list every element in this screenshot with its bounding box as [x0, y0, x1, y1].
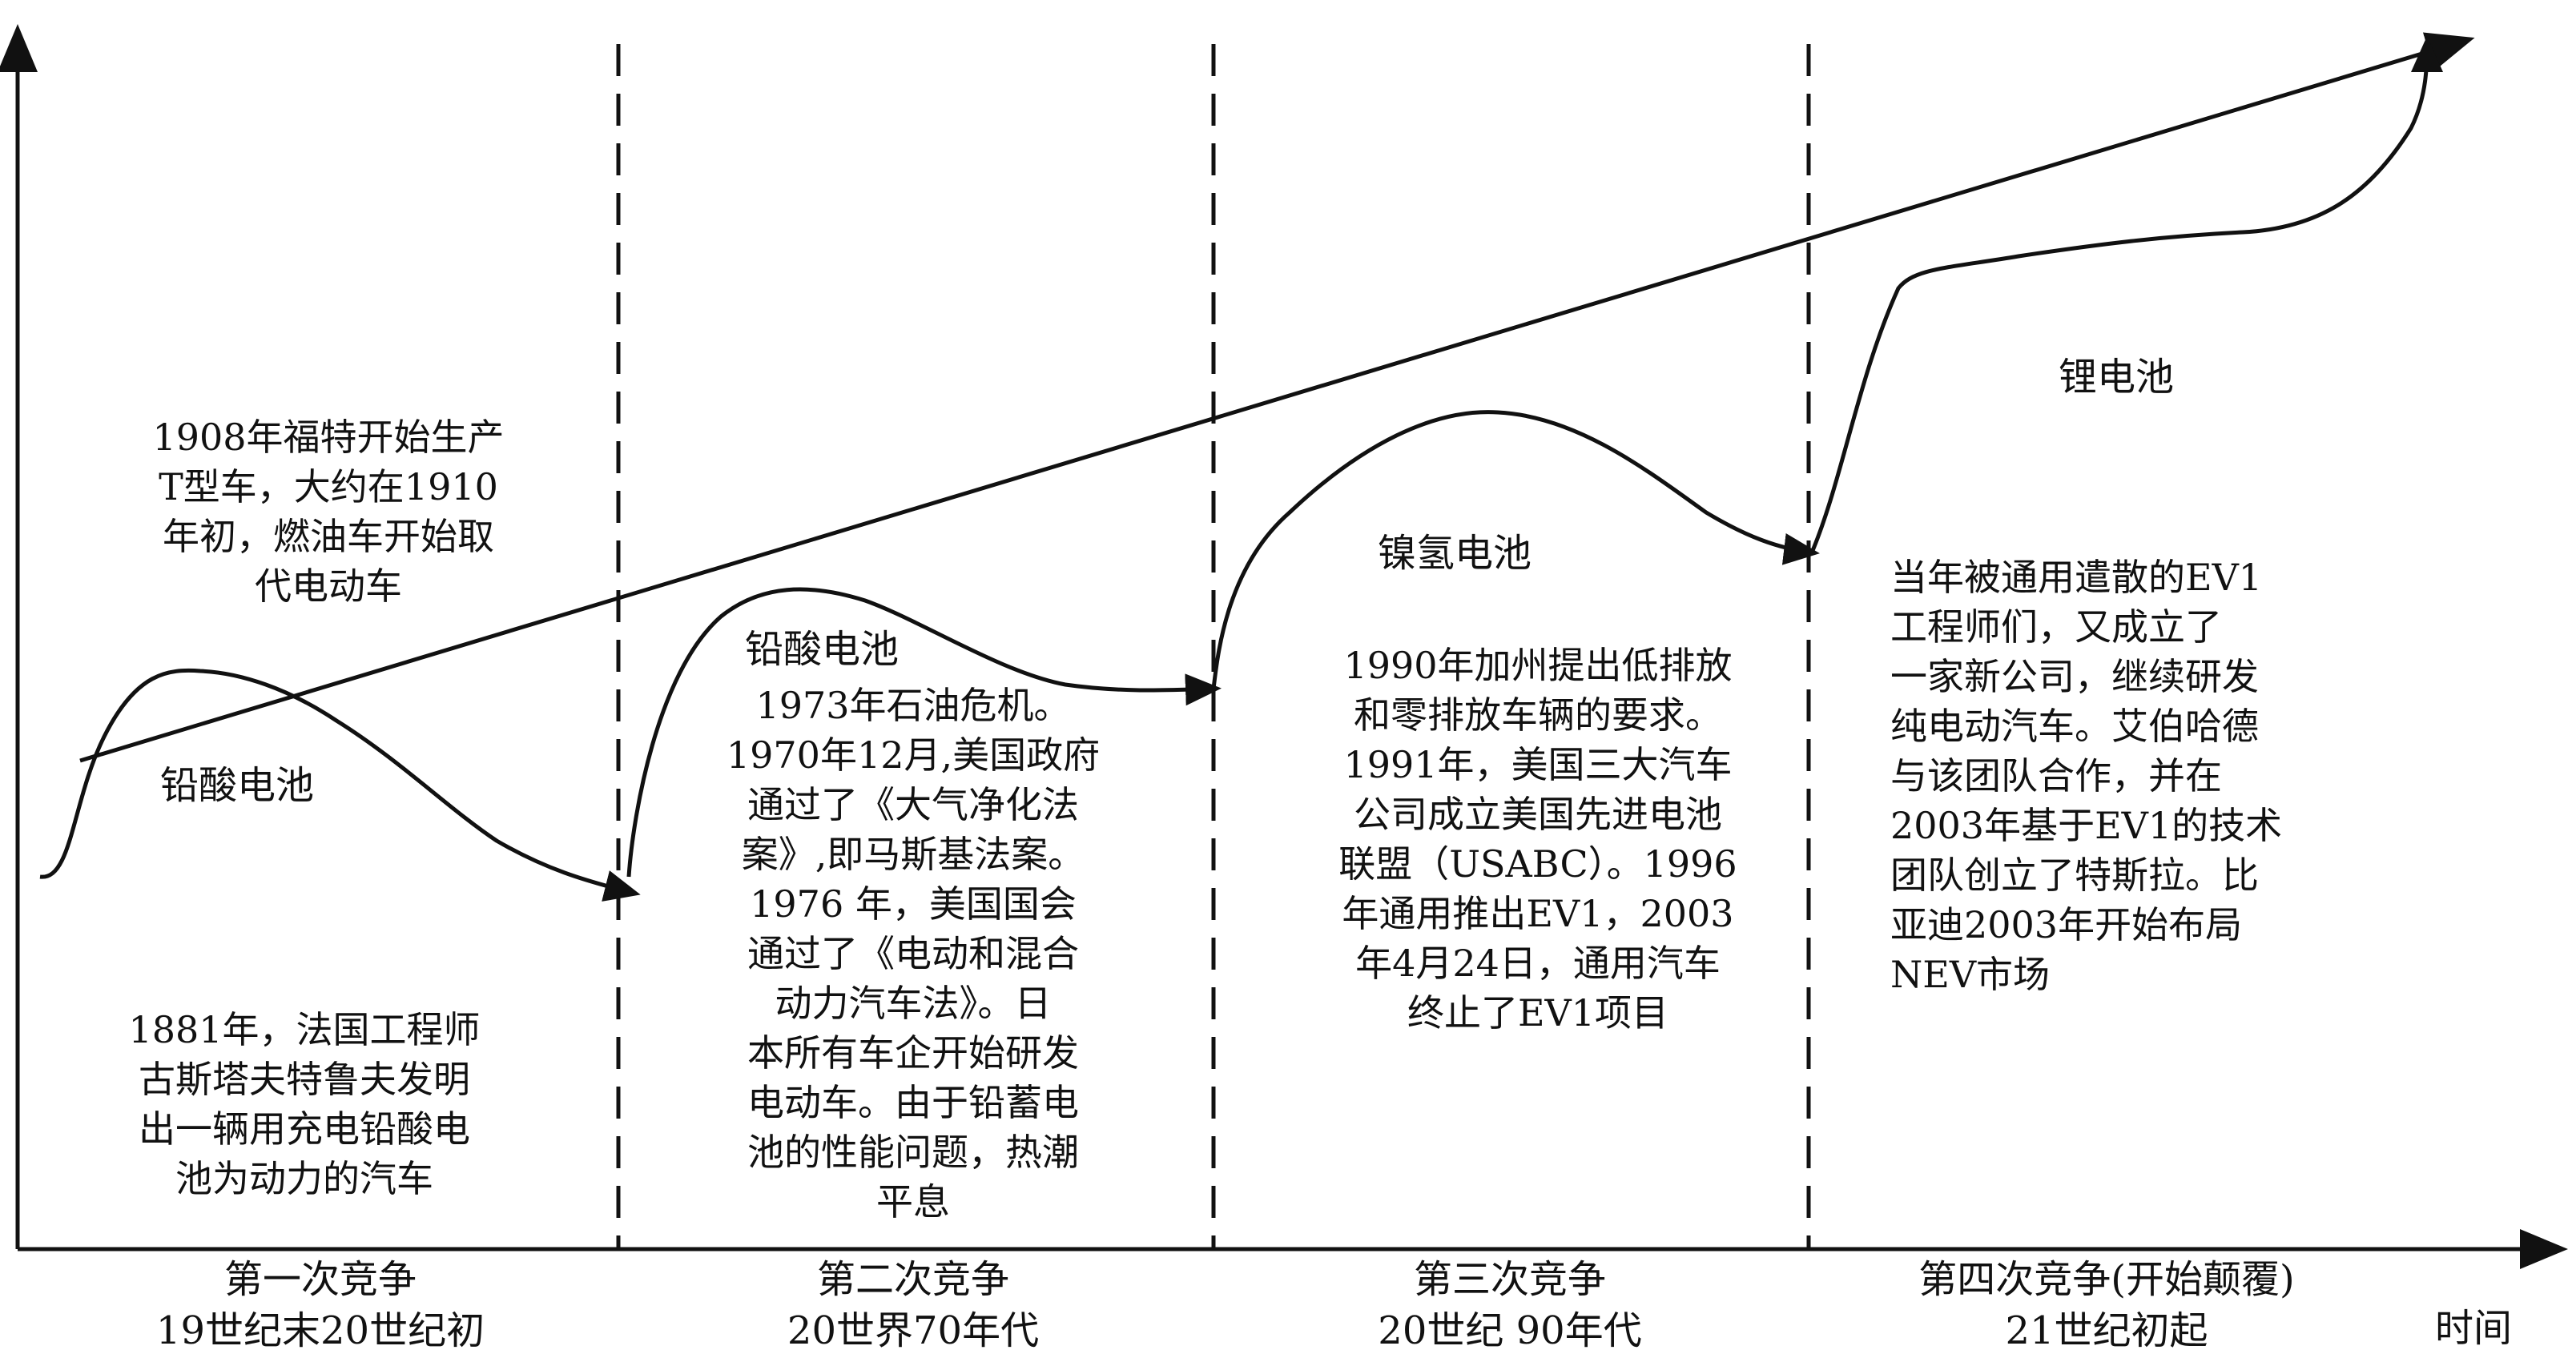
note-line: 1881年，法国工程师	[128, 1008, 481, 1051]
note-line: 通过了《大气净化法	[747, 783, 1079, 826]
note-line: 1973年石油危机。	[755, 684, 1071, 727]
note-line: 年4月24日，通用汽车	[1355, 942, 1721, 985]
note-line: 出一辆用充电铅酸电	[139, 1107, 470, 1151]
note-line: 池为动力的汽车	[175, 1157, 433, 1200]
note-line: 动力汽车法》。日	[775, 982, 1052, 1025]
note-line: 1908年福特开始生产	[152, 416, 505, 459]
period-label-2: 第二次竞争 20世界70年代	[641, 1254, 1185, 1356]
note-period4: 当年被通用遣散的EV1 工程师们，又成立了 一家新公司，继续研发 纯电动汽车。艾…	[1890, 552, 2499, 999]
period-time: 20世纪 90年代	[1378, 1308, 1642, 1353]
note-line: 公司成立美国先进电池	[1354, 793, 1722, 836]
note-line: 纯电动汽车。艾伯哈德	[1890, 705, 2259, 748]
period-name: 第四次竞争(开始颠覆)	[1918, 1257, 2295, 1302]
period-label-1: 第一次竞争 19世纪末20世纪初	[48, 1254, 593, 1356]
note-line: 古斯塔夫特鲁夫发明	[139, 1058, 470, 1101]
period-label-4: 第四次竞争(开始颠覆) 21世纪初起	[1834, 1254, 2379, 1356]
note-line: 案》,即马斯基法案。	[741, 833, 1085, 876]
note-line: 通过了《电动和混合	[747, 932, 1079, 975]
note-period1-top: 1908年福特开始生产 T型车，大约在1910 年初，燃油车开始取 代电动车	[80, 412, 577, 611]
note-line: 一家新公司，继续研发	[1890, 655, 2259, 698]
note-line: 1990年加州提出低排放	[1343, 644, 1733, 687]
trend-arrow	[79, 32, 2475, 763]
note-line: 池的性能问题，热潮	[747, 1131, 1079, 1174]
note-line: 和零排放车辆的要求。	[1354, 693, 1722, 737]
battery-label-period4: 锂电池	[2059, 355, 2175, 400]
curve-period-2	[626, 587, 1222, 878]
note-line: 电动车。由于铅蓄电	[747, 1081, 1079, 1124]
note-line: 代电动车	[255, 564, 402, 608]
note-line: 工程师们，又成立了	[1890, 605, 2222, 649]
note-line: T型车，大约在1910	[159, 465, 498, 508]
battery-label-period3: 镍氢电池	[1378, 531, 1532, 576]
note-line: 1970年12月,美国政府	[726, 733, 1101, 777]
curve-period-3	[1211, 410, 1820, 689]
note-period2: 1973年石油危机。 1970年12月,美国政府 通过了《大气净化法 案》,即马…	[669, 681, 1157, 1227]
period-name: 第二次竞争	[816, 1257, 1009, 1302]
battery-label-period2: 铅酸电池	[745, 627, 900, 672]
period-name: 第一次竞争	[223, 1257, 417, 1302]
note-line: 本所有车企开始研发	[747, 1031, 1079, 1075]
note-line: 当年被通用遣散的EV1	[1890, 556, 2263, 599]
period-label-3: 第三次竞争 20世纪 90年代	[1238, 1254, 1782, 1356]
note-line: 年通用推出EV1，2003	[1342, 892, 1734, 935]
period-time: 19世纪末20世纪初	[155, 1308, 485, 1353]
note-period1-bottom: 1881年，法国工程师 古斯塔夫特鲁夫发明 出一辆用充电铅酸电 池为动力的汽车	[48, 1005, 561, 1203]
battery-label-period1: 铅酸电池	[160, 763, 315, 808]
note-line: 联盟（USABC）。1996	[1338, 842, 1737, 886]
curve-period-4	[1809, 36, 2443, 553]
note-line: 年初，燃油车开始取	[163, 515, 494, 558]
x-axis-label: 时间	[2435, 1306, 2513, 1351]
period-time: 21世纪初起	[2005, 1308, 2208, 1353]
note-line: 终止了EV1项目	[1407, 991, 1669, 1035]
note-line: NEV市场	[1890, 953, 2051, 996]
note-period3: 1990年加州提出低排放 和零排放车辆的要求。 1991年，美国三大汽车 公司成…	[1274, 641, 1802, 1038]
note-line: 1976 年，美国国会	[750, 882, 1077, 926]
period-name: 第三次竞争	[1413, 1257, 1606, 1302]
curve-period-1	[39, 668, 641, 902]
note-line: 2003年基于EV1的技术	[1890, 804, 2283, 847]
period-time: 20世界70年代	[787, 1308, 1040, 1353]
note-line: 与该团队合作，并在	[1890, 754, 2222, 798]
note-line: 亚迪2003年开始布局	[1890, 903, 2243, 946]
note-line: 团队创立了特斯拉。比	[1890, 854, 2259, 897]
note-line: 平息	[876, 1180, 950, 1223]
note-line: 1991年，美国三大汽车	[1343, 743, 1733, 786]
